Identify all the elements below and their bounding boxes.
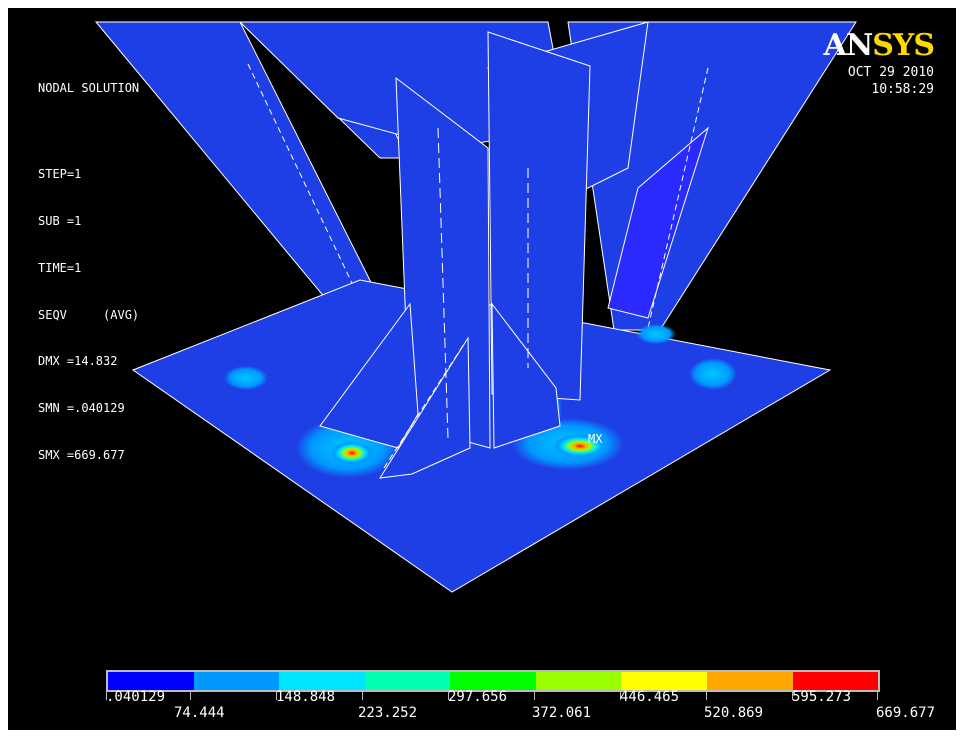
legend-tick: [620, 690, 621, 700]
graphics-viewport[interactable]: NODAL SOLUTION STEP=1 SUB =1 TIME=1 SEQV…: [8, 8, 956, 730]
logo-sys: SYS: [872, 28, 935, 63]
legend-tick: [276, 690, 277, 700]
legend-tick: [362, 690, 363, 700]
time-stamp: 10:58:29: [871, 82, 934, 97]
info-line: SEQV (AVG): [38, 307, 140, 322]
legend-label: 372.061: [532, 705, 592, 721]
legend-swatch: [706, 672, 793, 690]
legend-tick: [534, 690, 535, 700]
info-line: SUB =1: [38, 213, 82, 228]
brace-members: [94, 21, 857, 341]
column-plates: [319, 31, 591, 479]
legend-swatch: [792, 672, 879, 690]
gusset-left: [319, 302, 419, 449]
info-line: SMN =.040129: [38, 401, 125, 416]
fea-model-plot: [94, 21, 857, 593]
legend-tick: [792, 690, 793, 700]
ansys-logo: ANSYS: [823, 28, 935, 63]
legend-label: .040129: [106, 689, 166, 705]
legend-tick: [706, 690, 707, 700]
info-line: DMX =14.832: [38, 354, 118, 369]
info-line: SMX =669.677: [38, 447, 125, 462]
gusset-right: [491, 302, 561, 449]
legend-swatch: [621, 672, 707, 690]
legend-swatch: [364, 672, 451, 690]
logo-an: AN: [823, 28, 874, 63]
solution-info: NODAL SOLUTION STEP=1 SUB =1 TIME=1 SEQV…: [38, 50, 139, 495]
legend-label: 669.677: [876, 705, 936, 721]
legend-label: 297.656: [448, 689, 508, 705]
contour-legend-bar: [106, 670, 880, 692]
legend-tick: [448, 690, 449, 700]
timestamp: OCT 29 2010 10:58:29: [848, 64, 934, 98]
legend-label: 74.444: [174, 705, 225, 721]
legend-swatch: [450, 672, 536, 690]
legend-tick: [877, 690, 878, 700]
legend-label: 223.252: [358, 705, 418, 721]
legend-tick: [190, 690, 191, 700]
legend-swatch: [193, 672, 280, 690]
legend-swatch: [279, 672, 365, 690]
legend-label: 446.465: [620, 689, 680, 705]
legend-label: 148.848: [276, 689, 336, 705]
gusset-center: [379, 336, 471, 479]
legend-swatch: [108, 672, 194, 690]
date-stamp: OCT 29 2010: [847, 65, 934, 80]
legend-label: 595.273: [792, 689, 852, 705]
max-marker-label: MX: [588, 432, 603, 446]
info-line: STEP=1: [38, 167, 82, 182]
solution-title: NODAL SOLUTION: [38, 81, 140, 96]
info-line: TIME=1: [38, 260, 82, 275]
legend-tick: [106, 690, 107, 700]
legend-swatch: [535, 672, 622, 690]
legend-label: 520.869: [704, 705, 764, 721]
plate-back: [487, 31, 591, 401]
